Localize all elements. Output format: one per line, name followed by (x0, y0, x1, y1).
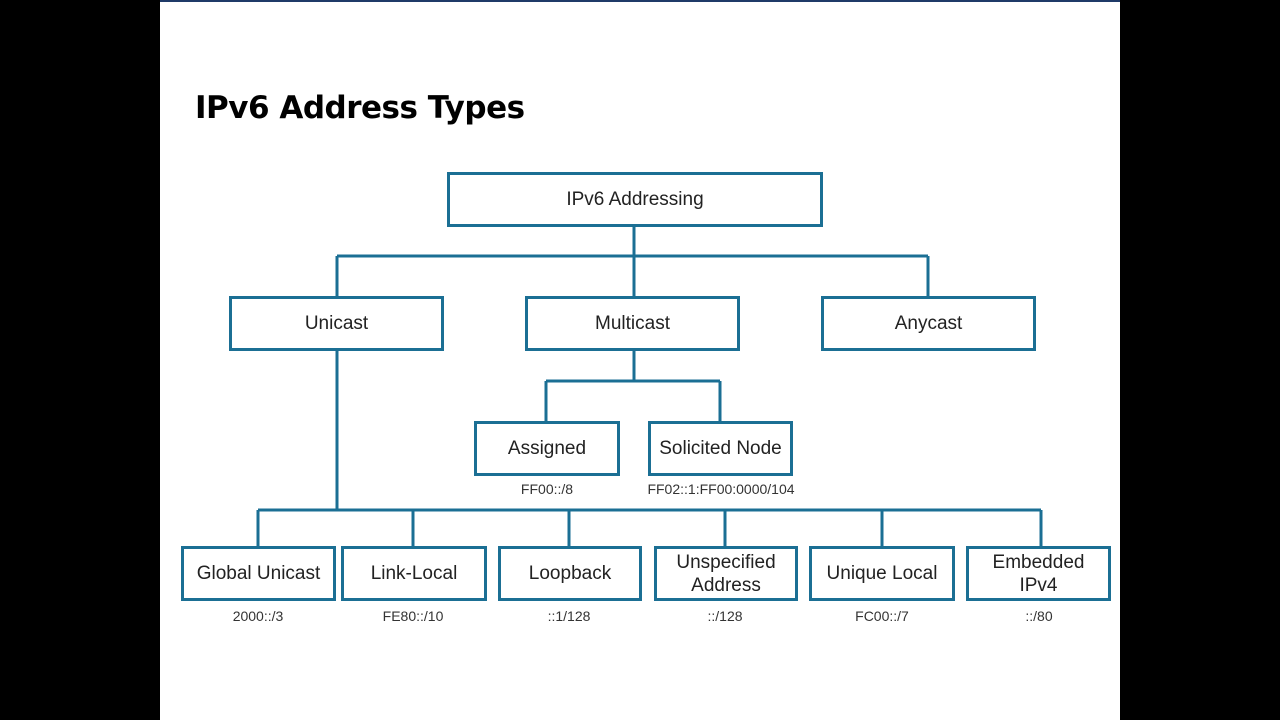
node-solicited-node: Solicited Node (648, 421, 793, 476)
node-unspecified-address: Unspecified Address (654, 546, 798, 601)
node-link-local: Link-Local (341, 546, 487, 601)
node-unique-local: Unique Local (809, 546, 955, 601)
prefix-loopback: ::1/128 (547, 608, 591, 624)
prefix-link-local: FE80::/10 (382, 608, 444, 624)
node-assigned: Assigned (474, 421, 620, 476)
node-loopback: Loopback (498, 546, 642, 601)
node-anycast: Anycast (821, 296, 1036, 351)
prefix-embedded-ipv4: ::/80 (1025, 608, 1053, 624)
page-title: IPv6 Address Types (195, 90, 525, 126)
node-multicast: Multicast (525, 296, 740, 351)
prefix-global-unicast: 2000::/3 (232, 608, 284, 624)
node-ipv6-addressing: IPv6 Addressing (447, 172, 823, 227)
node-embedded-ipv4: Embedded IPv4 (966, 546, 1111, 601)
node-unicast: Unicast (229, 296, 444, 351)
prefix-assigned: FF00::/8 (520, 481, 574, 497)
prefix-unspecified: ::/128 (707, 608, 743, 624)
prefix-unique-local: FC00::/7 (855, 608, 909, 624)
node-global-unicast: Global Unicast (181, 546, 336, 601)
prefix-solicited-node: FF02::1:FF00:0000/104 (647, 481, 795, 497)
